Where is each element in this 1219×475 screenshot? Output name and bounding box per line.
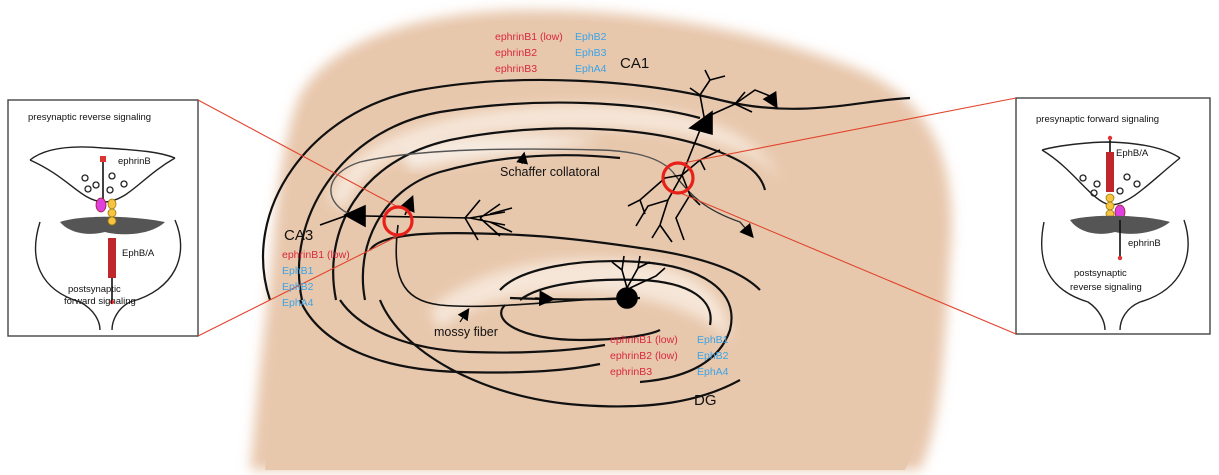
ca1-label: CA1	[620, 55, 649, 72]
right-inset-pre-molecule: EphB/A	[1116, 148, 1149, 159]
dg-receptor-2: EphB2	[697, 350, 729, 362]
right-inset-post-molecule: ephrinB	[1128, 238, 1161, 249]
dg-ephrin-1: ephrinB1 (low)	[610, 334, 678, 346]
right-inset-title: presynaptic forward signaling	[1036, 114, 1159, 125]
ca1-receptor-1: EphB2	[575, 31, 607, 43]
left-inset-post-molecule: EphB/A	[122, 248, 155, 259]
ca1-receptor-2: EphB3	[575, 47, 607, 59]
right-inset-bottom-2: reverse signaling	[1070, 282, 1142, 293]
ca3-receptor-3: EphA4	[282, 297, 314, 309]
ca1-ephrin-3: ephrinB3	[495, 63, 537, 75]
dg-label: DG	[694, 392, 717, 409]
dg-arrow	[535, 298, 552, 299]
ca1-ephrin-2: ephrinB2	[495, 47, 537, 59]
dg-receptor-1: EphB1	[697, 334, 729, 346]
dg-ephrin-3: ephrinB3	[610, 366, 652, 378]
right-inset-box	[1016, 98, 1210, 334]
schaffer-label: Schaffer collatoral	[500, 165, 600, 179]
left-inset-bottom-1: postsynaptic	[68, 284, 121, 295]
ca3-receptor-1: EphB1	[282, 265, 314, 277]
left-inset-bottom-2: forward signaling	[64, 296, 136, 307]
ca3-ephrin-1: ephrinB1 (low)	[282, 249, 350, 261]
left-inset-pre-molecule: ephrinB	[118, 156, 151, 167]
ca3-label: CA3	[284, 227, 313, 244]
right-inset-bottom-1: postsynaptic	[1074, 268, 1127, 279]
ca1-receptor-3: EphA4	[575, 63, 607, 75]
ca3-receptor-2: EphB2	[282, 281, 314, 293]
dg-receptor-3: EphA4	[697, 366, 729, 378]
left-inset-title: presynaptic reverse signaling	[28, 112, 151, 123]
tissue-section	[250, 10, 952, 470]
ca1-ephrin-1: ephrinB1 (low)	[495, 31, 563, 43]
mossy-label: mossy fiber	[434, 325, 498, 339]
dg-ephrin-2: ephrinB2 (low)	[610, 350, 678, 362]
